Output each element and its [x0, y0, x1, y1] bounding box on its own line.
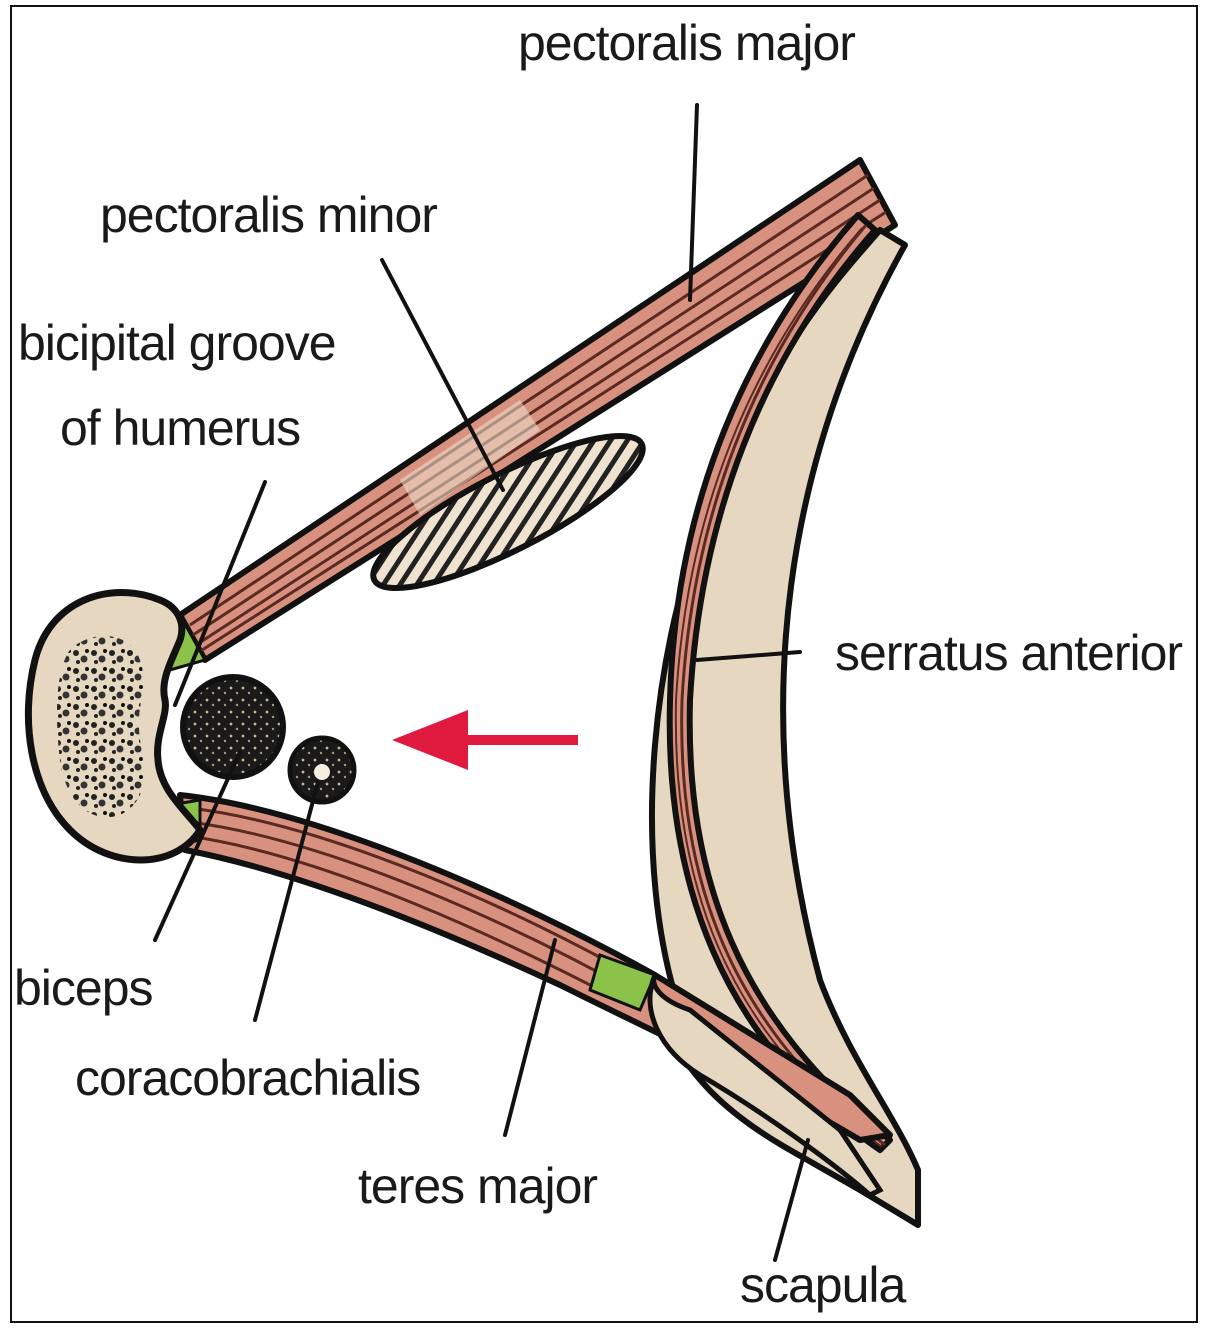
label-bicipital-groove-line1: bicipital groove [18, 315, 336, 371]
coracobrachialis-highlight [314, 764, 330, 780]
label-bicipital-groove-line2: of humerus [60, 400, 300, 456]
label-coracobrachialis: coracobrachialis [75, 1050, 420, 1106]
label-biceps: biceps [14, 960, 153, 1016]
label-pectoralis-major: pectoralis major [518, 15, 855, 71]
direction-arrow [392, 710, 578, 770]
humerus-marrow [57, 636, 144, 817]
biceps-muscle [183, 677, 283, 777]
label-pectoralis-minor: pectoralis minor [100, 187, 437, 243]
label-teres-major: teres major [358, 1158, 597, 1214]
label-serratus-anterior: serratus anterior [835, 625, 1182, 681]
leader-scapula [775, 1140, 808, 1260]
label-scapula: scapula [740, 1257, 907, 1313]
